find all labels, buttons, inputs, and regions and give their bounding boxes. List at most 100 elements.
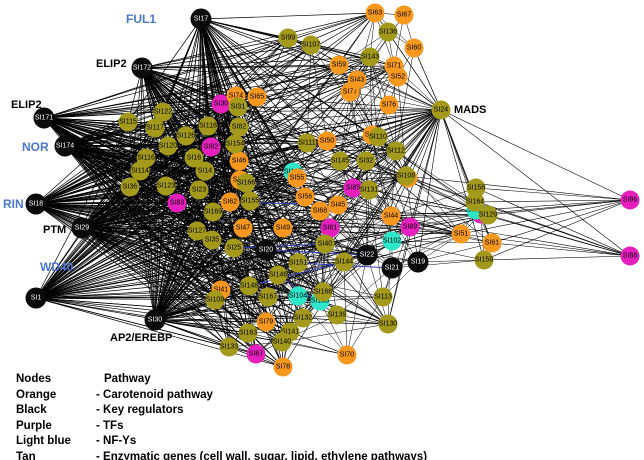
node-label: SI127 (188, 228, 206, 235)
network-edge (43, 117, 206, 172)
network-node: SI30 (211, 94, 231, 114)
network-node: SI45 (328, 195, 348, 215)
node-circle (288, 286, 308, 306)
node-label: SI23 (192, 187, 207, 194)
node-label: SI22 (360, 252, 375, 259)
node-circle (33, 107, 55, 129)
network-node: SI148 (239, 276, 259, 296)
node-circle (356, 244, 378, 266)
network-edge (154, 319, 257, 355)
network-edge (196, 109, 442, 232)
network-edge (395, 150, 462, 235)
network-edge (277, 274, 291, 333)
network-edge (297, 215, 392, 264)
network-node: SI61 (482, 233, 502, 253)
network-node: SI68 (310, 201, 330, 221)
network-edge-blue (277, 274, 338, 316)
network-edge (35, 111, 164, 205)
node-label: SI113 (374, 294, 392, 301)
network-edge (141, 67, 240, 128)
network-edge (337, 204, 393, 269)
node-label: SI129 (479, 212, 497, 219)
node-label: SI145 (331, 158, 349, 165)
node-label: SI70 (340, 352, 355, 359)
network-edge (475, 187, 631, 257)
network-edge (265, 300, 321, 323)
network-node: SI136 (378, 22, 398, 42)
node-label: SI63 (368, 10, 383, 17)
network-edge (35, 170, 141, 205)
node-label: SI47 (236, 225, 251, 232)
network-node: SI52 (388, 67, 408, 87)
node-circle (329, 55, 349, 75)
node-label: SI114 (131, 168, 149, 175)
node-circle (315, 234, 335, 254)
network-node: SI86 (620, 190, 640, 210)
network-node: SI146 (268, 265, 288, 285)
network-node: SI59 (329, 55, 349, 75)
node-circle (225, 134, 245, 154)
network-edge (43, 37, 289, 119)
network-edge (35, 249, 267, 299)
network-edge (339, 91, 351, 162)
network-node: SI78 (273, 357, 293, 377)
network-edges (35, 12, 631, 368)
network-node: SI87 (246, 344, 266, 364)
network-edge (329, 227, 393, 242)
network-edge (310, 44, 399, 78)
node-label: SI61 (485, 240, 500, 247)
node-label: SI141 (281, 329, 299, 336)
network-edge (220, 103, 298, 179)
node-circle (330, 151, 350, 171)
network-edge-blue (248, 261, 345, 287)
network-edge (304, 140, 328, 198)
network-edge (154, 299, 216, 321)
network-edge (235, 95, 442, 111)
network-edge (154, 127, 167, 187)
network-edge (154, 249, 267, 321)
node-label: SI159 (475, 257, 493, 264)
node-circle (130, 161, 150, 181)
network-node: SI163 (238, 323, 258, 343)
network-edge (440, 109, 631, 257)
network-edge (391, 240, 493, 244)
node-label: SI107 (302, 42, 320, 49)
network-node: SI17 (190, 8, 212, 30)
node-label: SI67 (397, 12, 412, 19)
node-label: SI136 (379, 29, 397, 36)
node-circle (233, 218, 253, 238)
network-edge (306, 44, 312, 144)
network-edge (287, 12, 376, 39)
network-node: SI129 (478, 205, 498, 225)
network-node: SI108 (396, 166, 416, 186)
node-circle (396, 166, 416, 186)
network-edge (35, 185, 167, 299)
network-edge (239, 179, 339, 206)
network-edge (409, 201, 476, 228)
network-node: SI31 (228, 97, 248, 117)
network-edge (207, 125, 298, 179)
network-node: SI114 (130, 161, 150, 181)
network-node: SI127 (187, 221, 207, 241)
network-node: SI76 (379, 95, 399, 115)
network-edge (204, 96, 258, 172)
node-circle (368, 127, 388, 147)
network-node: SI164 (465, 192, 485, 212)
network-edge (245, 182, 284, 229)
node-label: SI1 (31, 295, 42, 302)
network-node: SI82 (201, 137, 221, 157)
network-node: SI145 (330, 151, 350, 171)
node-circle (258, 287, 278, 307)
network-edge (310, 44, 328, 142)
network-edge (371, 134, 392, 217)
node-circle (343, 178, 363, 198)
node-label: SI169 (204, 209, 222, 216)
node-label: SI112 (387, 148, 405, 155)
network-node: SI172 (131, 57, 153, 79)
network-edge (460, 199, 631, 235)
network-node: SI167 (258, 287, 278, 307)
node-circle (382, 231, 402, 251)
network-edge (369, 56, 379, 138)
